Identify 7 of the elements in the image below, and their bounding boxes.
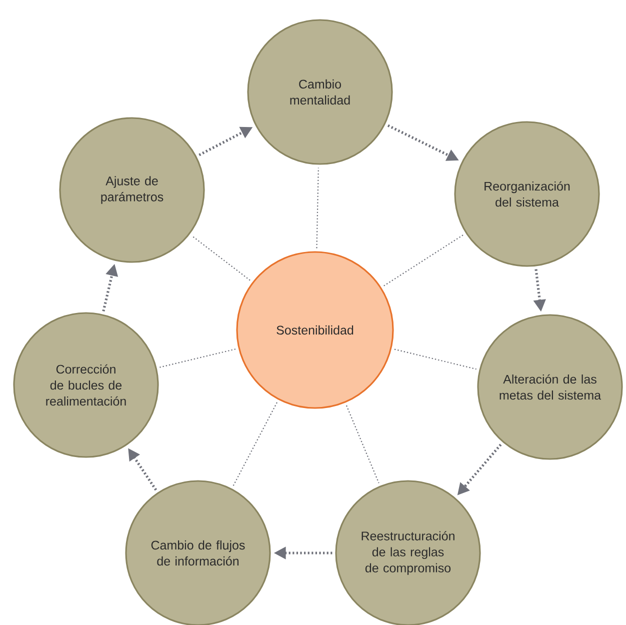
connector-line bbox=[192, 236, 250, 281]
connector-line bbox=[160, 348, 236, 368]
connector-line bbox=[232, 402, 278, 486]
connector-line bbox=[384, 234, 464, 286]
connector-line bbox=[346, 405, 380, 484]
connector-line bbox=[394, 348, 476, 370]
connector-line bbox=[316, 168, 319, 248]
